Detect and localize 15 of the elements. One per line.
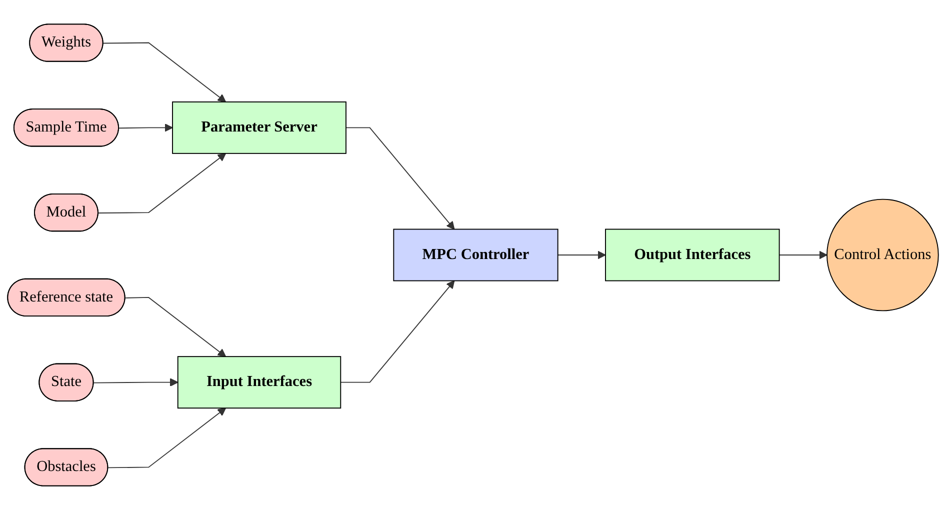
node-box: Input Interfaces — [177, 356, 342, 409]
arrow — [93, 378, 178, 387]
node-box: Parameter Server — [172, 101, 346, 154]
arrow — [124, 296, 226, 357]
arrow — [98, 153, 226, 214]
node-box: Output Interfaces — [605, 228, 780, 282]
arrow — [118, 123, 173, 132]
arrow — [340, 280, 455, 383]
node-circle: Control Actions — [826, 198, 939, 312]
node-box: MPC Controller — [393, 228, 558, 282]
arrow — [108, 408, 226, 468]
arrow — [102, 42, 226, 102]
arrow — [346, 127, 455, 230]
arrow — [557, 250, 606, 260]
arrow — [778, 250, 828, 260]
